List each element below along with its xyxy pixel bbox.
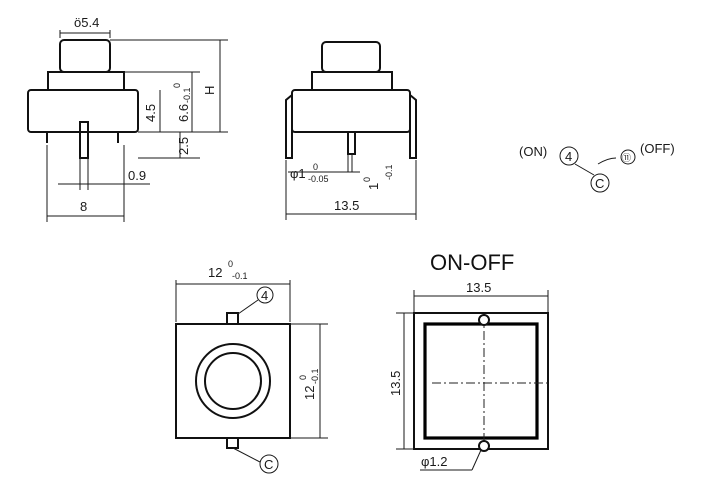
top-body bbox=[175, 323, 291, 439]
front-leg-left bbox=[285, 94, 293, 159]
dim-2-5: 2.5 bbox=[176, 137, 191, 155]
dim-height-H: H bbox=[202, 86, 217, 95]
top-terminal-c bbox=[226, 437, 239, 449]
dim-footprint-height: 13.5 bbox=[388, 371, 403, 396]
terminal-off-circle bbox=[620, 149, 636, 165]
svg-text:0: 0 bbox=[228, 259, 233, 269]
front-view: φ1 0 -0.05 1 0 -0.1 13.5 bbox=[285, 41, 417, 220]
footprint-hole-top bbox=[478, 314, 490, 326]
dim-top-diameter: ö5.4 bbox=[74, 15, 99, 30]
svg-text:-0.1: -0.1 bbox=[232, 271, 248, 281]
top-button-inner bbox=[204, 352, 262, 410]
terminal-common-circle bbox=[590, 173, 610, 193]
svg-text:-0.1: -0.1 bbox=[384, 164, 394, 180]
svg-text:-0.1: -0.1 bbox=[310, 368, 320, 384]
footprint-view: ON-OFF 13.5 13.5 φ1.2 bbox=[388, 250, 549, 471]
terminal-off-label: ⑪ bbox=[622, 153, 631, 163]
callout-terminal-4 bbox=[256, 286, 274, 304]
footprint-hole-bottom bbox=[478, 440, 490, 452]
dim-0-9: 0.9 bbox=[128, 168, 146, 183]
dim-8: 8 bbox=[80, 199, 87, 214]
svg-text:-0.05: -0.05 bbox=[308, 174, 329, 184]
svg-text:0: 0 bbox=[172, 83, 182, 88]
terminal-common-label: C bbox=[595, 176, 604, 191]
dim-pin-diameter: φ1 bbox=[290, 166, 306, 181]
front-body-base bbox=[291, 89, 411, 133]
side-body-upper bbox=[47, 71, 125, 91]
front-cap bbox=[321, 41, 381, 73]
svg-text:C: C bbox=[264, 457, 273, 472]
front-leg-right bbox=[409, 94, 417, 159]
side-pin-center bbox=[79, 121, 89, 159]
terminal-on-label: 4 bbox=[565, 149, 572, 164]
front-pin-center bbox=[347, 131, 356, 155]
switch-lever-arc bbox=[597, 157, 617, 165]
svg-text:0: 0 bbox=[313, 162, 318, 172]
switch-schematic: (ON) 4 C ⑪ (OFF) bbox=[519, 141, 675, 193]
label-off: (OFF) bbox=[640, 141, 675, 156]
dim-front-width: 13.5 bbox=[334, 198, 359, 213]
dim-hole-diameter: φ1.2 bbox=[421, 454, 448, 469]
side-body-base bbox=[27, 89, 139, 133]
dim-top-width: 12 bbox=[208, 265, 222, 280]
dim-pin-width: 1 bbox=[366, 183, 381, 190]
callout-terminal-c bbox=[259, 454, 279, 474]
dim-top-height: 12 bbox=[302, 386, 317, 400]
side-cap bbox=[59, 39, 111, 73]
label-on: (ON) bbox=[519, 144, 547, 159]
terminal-on-circle bbox=[559, 146, 579, 166]
front-body-upper bbox=[311, 71, 393, 91]
dim-6-6: 6.6 bbox=[176, 104, 191, 122]
footprint-title: ON-OFF bbox=[430, 250, 514, 275]
svg-text:0: 0 bbox=[298, 375, 308, 380]
footprint-outline-inner bbox=[423, 322, 539, 440]
svg-text:-0.1: -0.1 bbox=[182, 87, 192, 103]
side-view: ö5.4 H 4.5 6.6 0 -0.1 2.5 0.9 8 bbox=[27, 15, 228, 222]
top-view: 12 0 -0.1 4 C 12 0 -0.1 bbox=[175, 259, 328, 474]
footprint-outline-outer bbox=[413, 312, 549, 450]
top-terminal-4 bbox=[226, 312, 239, 325]
svg-text:0: 0 bbox=[362, 177, 372, 182]
svg-text:4: 4 bbox=[261, 288, 268, 303]
dim-footprint-width: 13.5 bbox=[466, 280, 491, 295]
top-button-outer bbox=[195, 343, 271, 419]
dim-4-5: 4.5 bbox=[143, 104, 158, 122]
